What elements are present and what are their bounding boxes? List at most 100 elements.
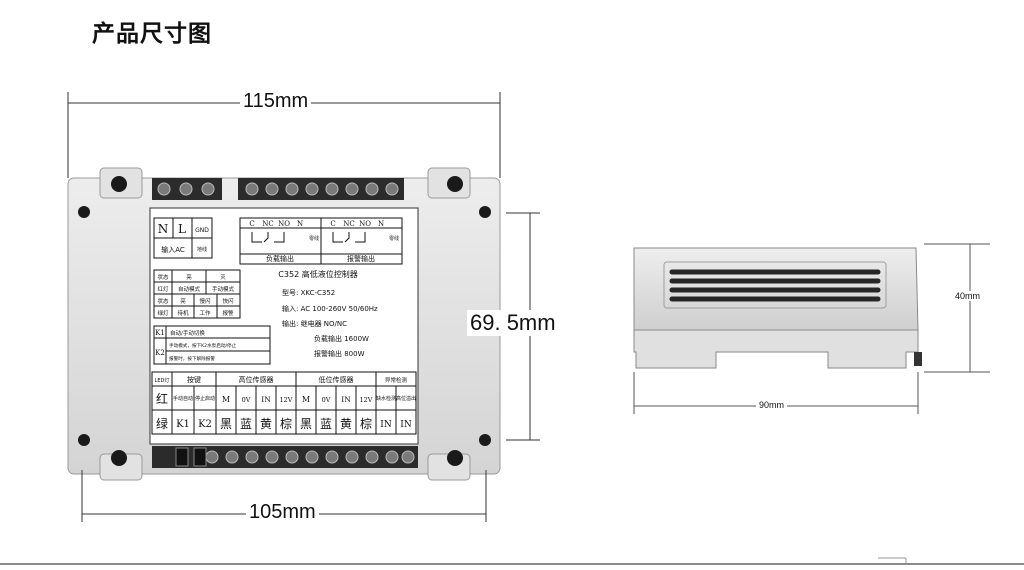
status-cell: 亮: [186, 273, 192, 281]
screw-hole: [111, 450, 127, 466]
low-sensor-pin: 12V: [360, 396, 373, 404]
terminal-label: L: [178, 222, 186, 236]
mount-hole: [78, 206, 90, 218]
bottom-wiring-table: [151, 371, 417, 435]
status-cell: 自动模式: [178, 285, 201, 293]
vent-slots: [669, 269, 881, 302]
side-width-dimension: 90mm: [756, 400, 788, 410]
load-output-label: 负载输出: [266, 254, 294, 263]
din-rail-base: [633, 329, 919, 369]
high-sensor-wire: 黑: [220, 417, 232, 431]
status-cell: 绿灯: [157, 309, 169, 317]
mount-hole: [479, 206, 491, 218]
spec-line: 输出: 继电器 NO/NC: [282, 319, 347, 328]
anomaly-pin: IN: [380, 420, 392, 430]
high-sensor-pin: 0V: [242, 396, 251, 404]
page-title: 产品尺寸图: [92, 21, 212, 47]
neutral-label: 零线: [389, 235, 399, 242]
high-sensor-wire: 蓝: [240, 417, 252, 431]
key-k2: K2: [198, 419, 212, 430]
input-terminal-box: [153, 217, 213, 259]
bottom-header: 异常检测: [385, 376, 408, 384]
k2-text: 报警时，按下解除报警: [169, 355, 215, 362]
bottom-header: 按键: [187, 375, 201, 384]
vent-panel: [663, 261, 887, 309]
k2-text: 手动模式，按下K2水泵启动/停止: [169, 342, 237, 349]
k1-label: K1: [155, 329, 165, 337]
status-cell: 待机: [177, 309, 189, 317]
high-sensor-pin: IN: [261, 395, 271, 404]
k1-text: 自动/手动切换: [170, 329, 205, 337]
led-green: 绿: [156, 416, 168, 431]
front-view: N L GND 输入AC 地线 C NC NO N 零线 C NC NO N 零…: [67, 92, 540, 522]
relay-pin-label: NC: [343, 220, 354, 228]
device-name: C352 高低液位控制器: [278, 269, 357, 279]
relay-pin-label: NO: [278, 220, 290, 228]
mount-hole: [479, 434, 491, 446]
spec-line: 负载输出 1600W: [314, 334, 369, 343]
status-cell: 报警: [222, 309, 234, 317]
anomaly-label: 高位溢出: [396, 395, 416, 402]
status-cell: 手动模式: [212, 285, 235, 293]
bottom-divider: [0, 563, 1024, 565]
status-cell: 亮: [180, 297, 186, 305]
terminal-label: N: [158, 222, 169, 236]
relay-pin-label: N: [378, 220, 384, 228]
status-cell: 红灯: [157, 285, 169, 293]
low-sensor-wire: 蓝: [320, 417, 332, 431]
status-table: [153, 269, 241, 319]
spec-line: 输入: AC 100-260V 50/60Hz: [282, 304, 378, 313]
status-cell: 工作: [199, 309, 211, 317]
ground-caption: 地线: [197, 246, 207, 253]
bottom-header: LED灯: [155, 377, 170, 384]
bottom-header: 高位传感器: [239, 375, 274, 384]
side-height-dimension: 40mm: [952, 291, 984, 301]
width-bottom-dimension: 105mm: [246, 501, 319, 524]
k2-label: K2: [155, 349, 165, 357]
button-k1: [175, 447, 189, 467]
status-cell: 状态: [157, 297, 169, 305]
high-sensor-wire: 黄: [260, 417, 272, 431]
low-sensor-wire: 黑: [300, 417, 312, 431]
alarm-output-label: 报警输出: [347, 254, 375, 263]
terminal-label: GND: [195, 227, 209, 234]
low-sensor-wire: 黄: [340, 417, 352, 431]
low-sensor-pin: 0V: [322, 396, 331, 404]
low-sensor-wire: 棕: [360, 416, 372, 431]
screw-hole: [111, 176, 127, 192]
mount-hole: [78, 434, 90, 446]
spec-line: 报警输出 800W: [314, 349, 365, 358]
input-caption: 输入AC: [161, 245, 185, 254]
din-clip: [914, 352, 922, 366]
button-k2: [193, 447, 207, 467]
status-cell: 慢闪: [199, 297, 211, 305]
width-top-dimension: 115mm: [240, 90, 312, 113]
high-sensor-wire: 棕: [280, 416, 292, 431]
relay-pin-label: C: [249, 220, 254, 228]
relay-pin-label: NO: [359, 220, 371, 228]
low-sensor-pin: IN: [341, 395, 351, 404]
low-sensor-pin: M: [302, 395, 310, 404]
relay-pin-label: C: [330, 220, 335, 228]
bottom-terminal-screws: [205, 450, 415, 464]
status-cell: 状态: [157, 273, 169, 281]
relay-output-box: [239, 217, 403, 265]
high-sensor-pin: M: [222, 395, 230, 404]
top-terminal-screws: [157, 182, 399, 196]
anomaly-pin: IN: [400, 420, 412, 430]
status-cell: 灭: [220, 274, 226, 281]
height-dimension: 69. 5mm: [467, 310, 559, 336]
key-startstop: 停止启动: [195, 395, 215, 402]
key-function-table: [153, 325, 271, 365]
screw-hole: [447, 450, 463, 466]
high-sensor-pin: 12V: [280, 396, 293, 404]
status-cell: 快闪: [222, 297, 234, 305]
spec-line: 型号: XKC-C352: [282, 288, 335, 297]
relay-pin-label: NC: [262, 220, 273, 228]
anomaly-label: 缺水检测: [376, 395, 396, 402]
bottom-header: 低位传感器: [319, 375, 354, 384]
relay-pin-label: N: [297, 220, 303, 228]
led-red: 红: [156, 391, 168, 406]
side-view: [633, 243, 990, 414]
key-mode: 手动自动: [173, 395, 193, 402]
